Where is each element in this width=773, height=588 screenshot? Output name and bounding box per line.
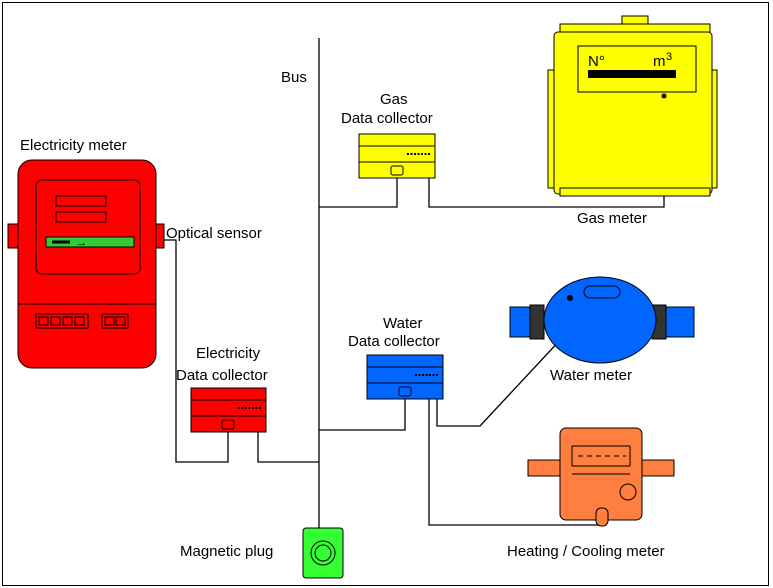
collector-connector	[398, 386, 412, 397]
electricity-data-collector	[190, 387, 267, 433]
water-collector-meter-wire	[436, 337, 563, 427]
water-data-collector	[366, 354, 444, 400]
terminal-slot	[38, 316, 49, 326]
heating-meter-dial	[619, 483, 637, 501]
terminal-slot	[115, 316, 126, 326]
gas-meter: N° m 3	[547, 15, 718, 197]
water-collector-body	[366, 354, 444, 400]
bus-label: Bus	[281, 69, 307, 86]
gas-meter-label: Gas meter	[577, 210, 647, 227]
electricity-meter-window-top	[55, 195, 107, 207]
electricity-collector-label-2: Data collector	[176, 367, 268, 384]
gas-meter-pickup-dot	[661, 93, 667, 99]
heating-meter-left-pipe	[527, 459, 563, 477]
gas-meter-counter-bar	[588, 70, 676, 78]
gas-meter-face-exp: 3	[666, 51, 672, 63]
electricity-meter-disk	[45, 236, 135, 248]
electricity-meter-window-bottom	[55, 211, 107, 223]
terminal-slot	[104, 316, 115, 326]
electricity-collector-bus-wire	[257, 432, 319, 463]
collector-connector	[390, 165, 404, 176]
heating-meter-right-pipe	[639, 459, 675, 477]
water-meter	[509, 276, 695, 364]
heating-meter-label: Heating / Cooling meter	[507, 543, 665, 560]
gas-collector-bus-wire	[319, 178, 398, 208]
water-meter-dot	[567, 295, 573, 301]
gas-collector-label-1: Gas	[380, 91, 408, 108]
terminal-slot	[62, 316, 73, 326]
heating-meter	[527, 427, 675, 527]
gas-meter-bottom-foot	[559, 187, 711, 197]
heating-wire	[428, 399, 598, 526]
gas-meter-face-right: m	[653, 53, 666, 70]
magnetic-plug-inner	[314, 544, 332, 562]
water-meter-window	[583, 285, 621, 299]
collector-connector	[221, 419, 235, 430]
electricity-meter: →	[7, 159, 165, 369]
terminal-slot	[74, 316, 85, 326]
terminal-slot	[50, 316, 61, 326]
water-collector-bus-wire	[319, 399, 406, 431]
water-collector-label-1: Water	[383, 315, 422, 332]
magnetic-plug	[302, 527, 344, 579]
gas-meter-face	[577, 45, 697, 93]
gas-data-collector	[358, 133, 436, 179]
water-meter-right-pipe	[663, 306, 695, 338]
electricity-collector-label-1: Electricity	[196, 345, 261, 362]
electricity-meter-arrow-icon: →	[76, 237, 87, 249]
gas-collector-label-2: Data collector	[341, 110, 433, 127]
electricity-meter-label: Electricity meter	[20, 137, 127, 154]
heating-meter-probe	[595, 507, 609, 527]
gas-meter-face-left: N°	[588, 53, 605, 70]
water-meter-left-nut	[529, 304, 545, 340]
water-collector-label-2: Data collector	[348, 333, 440, 350]
electricity-meter-panel	[35, 179, 141, 275]
magnetic-plug-label: Magnetic plug	[180, 543, 273, 560]
water-meter-label: Water meter	[550, 367, 632, 384]
optical-sensor-label: Optical sensor	[166, 225, 262, 242]
